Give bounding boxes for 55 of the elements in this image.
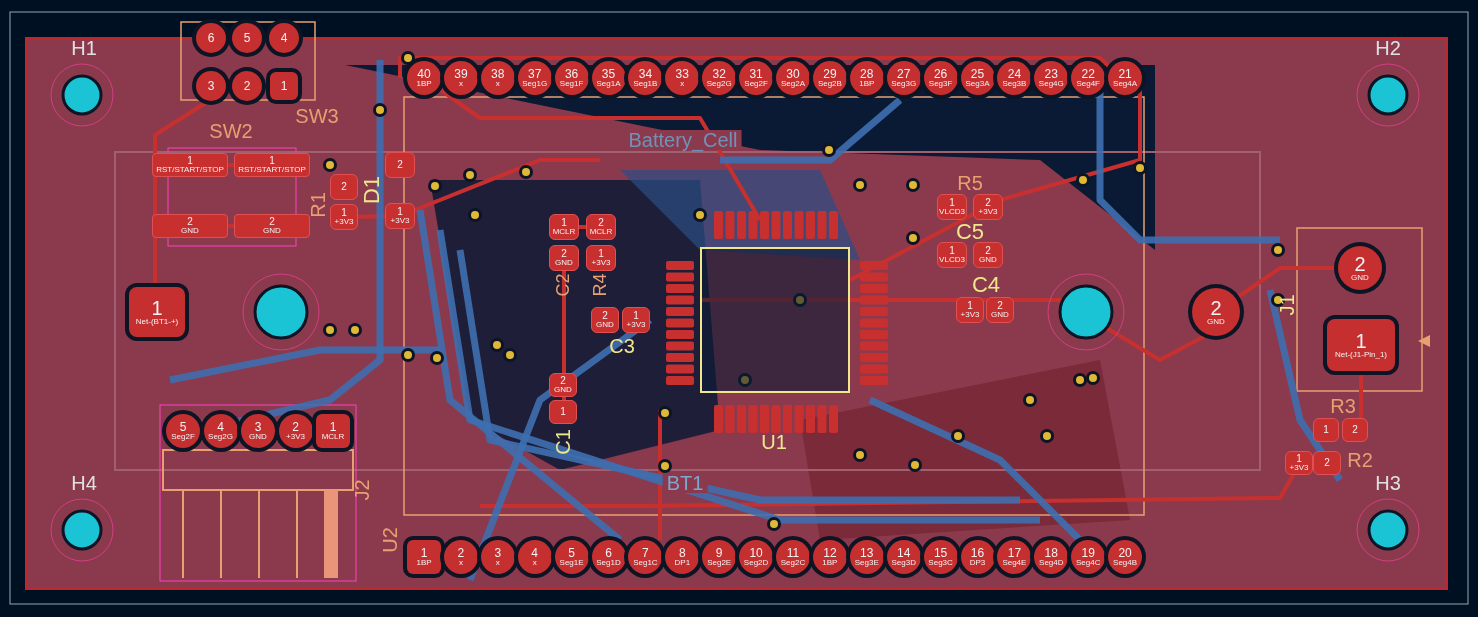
pad: 2 bbox=[1342, 418, 1368, 442]
pad: 5 bbox=[232, 23, 262, 53]
reference-label: R2 bbox=[1347, 450, 1373, 470]
pad: 1 bbox=[549, 400, 577, 424]
pad: 3 bbox=[196, 71, 226, 101]
pad: 1 bbox=[1313, 418, 1339, 442]
reference-label: J2 bbox=[352, 479, 372, 501]
pad: 2 GND bbox=[986, 297, 1014, 323]
pad: 1 VLCD3 bbox=[937, 194, 967, 220]
reference-label: C2 bbox=[554, 273, 572, 297]
pad: 2 GND bbox=[549, 373, 577, 397]
pad: 1 +3V3 bbox=[622, 307, 650, 333]
pad: 4 bbox=[269, 23, 299, 53]
pad: 2 +3V3 bbox=[973, 194, 1003, 220]
pad: 1 RST/START/STOP bbox=[234, 153, 310, 177]
pad: 1 +3V3 bbox=[1285, 451, 1313, 475]
reference-label: H4 bbox=[71, 473, 97, 493]
pad: 1 VLCD3 bbox=[937, 242, 967, 268]
reference-label: D1 bbox=[361, 175, 383, 205]
pad: 1 RST/START/STOP bbox=[152, 153, 228, 177]
reference-label: H2 bbox=[1375, 38, 1401, 58]
reference-label: R1 bbox=[308, 192, 328, 218]
pad: 2 MCLR bbox=[586, 214, 616, 240]
pad: 2 GND bbox=[1192, 288, 1240, 336]
reference-label: C1 bbox=[553, 429, 573, 455]
reference-label: C5 bbox=[955, 221, 985, 243]
pad: 1 +3V3 bbox=[586, 245, 616, 271]
pad: 1 +3V3 bbox=[956, 297, 984, 323]
reference-label: U1 bbox=[761, 432, 787, 452]
reference-label: U2 bbox=[380, 527, 400, 553]
reference-label: H3 bbox=[1375, 473, 1401, 493]
pad: 2 GND bbox=[549, 245, 579, 271]
reference-label: H1 bbox=[71, 38, 97, 58]
pad: 2 GND bbox=[591, 307, 619, 333]
reference-label: SW3 bbox=[295, 106, 339, 126]
reference-label: BT1 bbox=[662, 473, 708, 493]
reference-label: R4 bbox=[591, 273, 609, 297]
pad: 2 GND bbox=[1338, 246, 1382, 290]
reference-label: C4 bbox=[971, 274, 1001, 296]
pad: 2 bbox=[1313, 451, 1341, 475]
pad: 1 MCLR bbox=[549, 214, 579, 240]
reference-label: C3 bbox=[609, 336, 635, 356]
pad: 1 +3V3 bbox=[385, 203, 415, 229]
pad: 1 +3V3 bbox=[330, 204, 358, 230]
pad: 6 bbox=[196, 23, 226, 53]
reference-label: J1 bbox=[1277, 294, 1297, 316]
pad: 2 bbox=[232, 71, 262, 101]
pad: 2 GND bbox=[973, 242, 1003, 268]
reference-label: R5 bbox=[957, 173, 983, 193]
pad: 2 GND bbox=[234, 214, 310, 238]
pad: 2 GND bbox=[152, 214, 228, 238]
pad: 2 bbox=[385, 152, 415, 178]
reference-label: SW2 bbox=[209, 121, 253, 141]
reference-label: R3 bbox=[1330, 396, 1356, 416]
pad: 2 bbox=[330, 174, 358, 200]
